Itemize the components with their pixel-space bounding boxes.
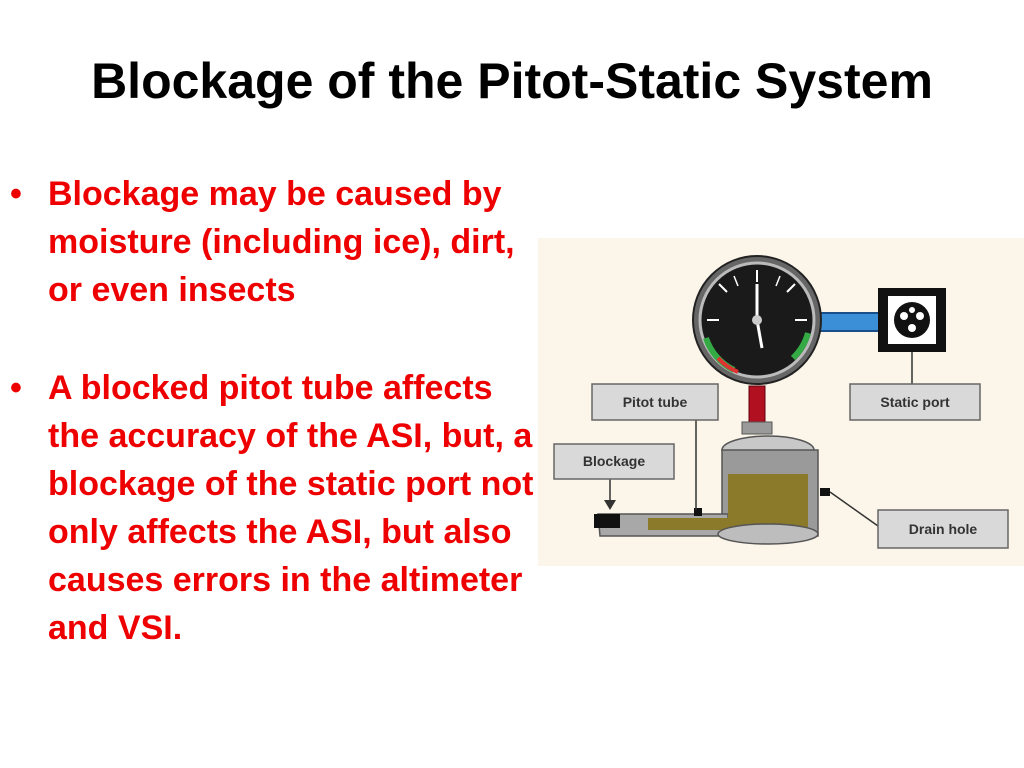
label-pitot-tube: Pitot tube	[591, 383, 719, 421]
label-drain-hole-text: Drain hole	[909, 521, 978, 537]
label-static-port: Static port	[849, 383, 981, 421]
pitot-tube-housing	[594, 435, 830, 545]
blockage-plug	[594, 514, 620, 528]
slide-title: Blockage of the Pitot-Static System	[91, 53, 933, 109]
label-blockage: Blockage	[553, 443, 675, 480]
label-drain-hole: Drain hole	[877, 509, 1009, 549]
pitot-line-fitting	[741, 421, 773, 435]
static-port-icon	[878, 288, 946, 352]
pitot-static-diagram-svg: Pitot tube Static port Blockage Drain ho…	[538, 238, 1024, 566]
bullet-text: A blocked pitot tube affects the accurac…	[48, 369, 534, 647]
label-static-port-text: Static port	[880, 394, 950, 410]
bullet-text: Blockage may be caused by moisture (incl…	[48, 175, 515, 309]
airspeed-indicator-icon	[692, 255, 822, 385]
blockage-arrow	[604, 500, 616, 510]
bullet-marker: •	[10, 175, 22, 213]
drain-hole-leader	[829, 491, 879, 527]
pitot-line	[748, 385, 766, 425]
pitot-static-diagram: Pitot tube Static port Blockage Drain ho…	[538, 238, 1024, 566]
drain-hole-mark	[820, 488, 830, 496]
label-pitot-tube-text: Pitot tube	[623, 394, 688, 410]
label-blockage-text: Blockage	[583, 453, 645, 469]
bullet-marker: •	[10, 369, 22, 407]
